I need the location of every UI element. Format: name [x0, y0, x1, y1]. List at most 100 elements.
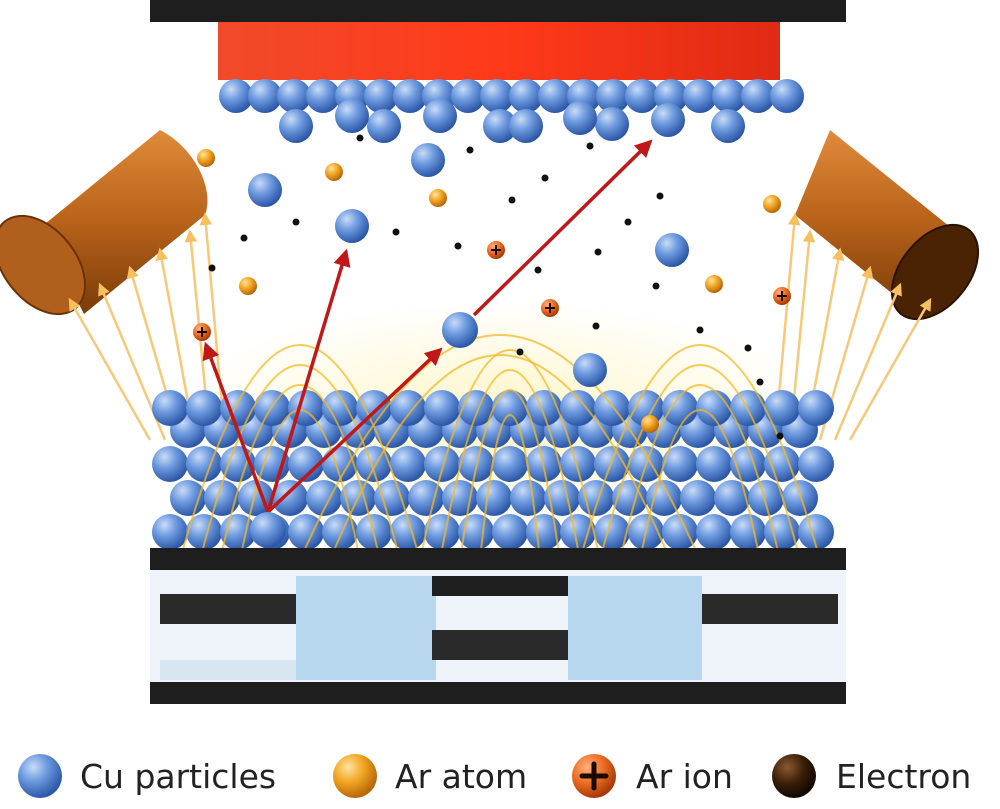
dark-sphere-icon [772, 754, 816, 798]
legend: Cu particles Ar atom Ar ion Electron [18, 754, 971, 798]
cu-atom [204, 480, 240, 516]
cu-atom [544, 480, 580, 516]
cu-atom [696, 514, 732, 550]
electron [454, 242, 462, 250]
cu-atom [152, 514, 188, 550]
cu-atom [683, 79, 717, 113]
reflected-cu-atom [442, 312, 478, 348]
ar-atom [325, 163, 343, 181]
field-line [199, 364, 401, 561]
cu-atom [696, 446, 732, 482]
sputtered-cu-atom [250, 512, 286, 548]
field-line [439, 369, 581, 561]
electron [652, 282, 660, 290]
cu-atom [578, 480, 614, 516]
electron [508, 196, 516, 204]
cu-atom [625, 79, 659, 113]
cu-atom [492, 514, 528, 550]
substrate [150, 548, 846, 704]
electron [356, 134, 364, 142]
electron [392, 228, 400, 236]
cu-atom [696, 390, 732, 426]
cu-atom [764, 390, 800, 426]
right-magnet [795, 130, 980, 321]
electron [516, 348, 524, 356]
cu-atom [798, 390, 834, 426]
cu-atom [367, 109, 401, 143]
flux-arrow [68, 297, 152, 441]
cu-atom [538, 79, 572, 113]
electron [292, 218, 300, 226]
flux-arrow [848, 297, 932, 441]
field-line [639, 409, 761, 561]
cu-atom [393, 79, 427, 113]
cu-atom [560, 514, 596, 550]
cu-atom [424, 390, 460, 426]
copper-target [218, 22, 780, 80]
legend-label-ar-ion: Ar ion [636, 757, 733, 796]
target-cu-atoms [219, 79, 804, 143]
cu-atom [186, 514, 222, 550]
cu-atom [170, 480, 206, 516]
ar-atom [197, 149, 215, 167]
cu-atom [306, 79, 340, 113]
cu-atom [741, 79, 775, 113]
cu-atom [662, 390, 698, 426]
electron [624, 218, 632, 226]
legend-item-ar-atom: Ar atom [333, 754, 527, 798]
electron [208, 264, 216, 272]
cu-atom [272, 480, 308, 516]
cu-atom [374, 480, 410, 516]
cu-atom [458, 446, 494, 482]
cu-atom [288, 446, 324, 482]
cu-particle [411, 143, 445, 177]
field-line [219, 384, 381, 561]
electron [594, 248, 602, 256]
cu-particle [248, 173, 282, 207]
electron [656, 192, 664, 200]
electron [776, 432, 784, 440]
ion-plus [777, 291, 787, 301]
cu-atom [680, 480, 716, 516]
cu-atom [711, 109, 745, 143]
cu-atom [288, 514, 324, 550]
cu-atom [186, 390, 222, 426]
field-line [619, 384, 781, 561]
cu-atom [510, 480, 546, 516]
highlighted-cu-particles [250, 312, 478, 548]
cu-particle [573, 353, 607, 387]
cu-atom [408, 480, 444, 516]
cu-atom [662, 446, 698, 482]
legend-item-electron: Electron [772, 754, 971, 798]
legend-item-cu: Cu particles [18, 754, 276, 798]
cu-particle [655, 233, 689, 267]
cu-atom [560, 390, 596, 426]
cu-atom [782, 480, 818, 516]
cu-atom [322, 390, 358, 426]
electron [541, 174, 549, 182]
legend-label-electron: Electron [836, 757, 971, 796]
cu-atom [356, 446, 392, 482]
electron [586, 142, 594, 150]
ion-plus [197, 327, 207, 337]
cu-atom [322, 514, 358, 550]
cu-atom [730, 514, 766, 550]
magnetic-field-lines [179, 334, 821, 561]
cu-atom [335, 99, 369, 133]
cu-atom [356, 390, 392, 426]
ar-atom [239, 277, 257, 295]
field-line [459, 389, 561, 561]
flux-arrow [833, 282, 902, 441]
cu-atom [424, 446, 460, 482]
field-line [599, 364, 801, 561]
cu-atom [152, 446, 188, 482]
cu-atom [594, 446, 630, 482]
field-line [419, 349, 601, 561]
legend-item-ar-ion: Ar ion [572, 754, 733, 798]
cu-atom [390, 446, 426, 482]
legend-label-ar-atom: Ar atom [395, 757, 527, 796]
cu-atom [712, 79, 746, 113]
cu-atom [306, 480, 342, 516]
cu-atom [483, 109, 517, 143]
field-line [479, 414, 541, 561]
